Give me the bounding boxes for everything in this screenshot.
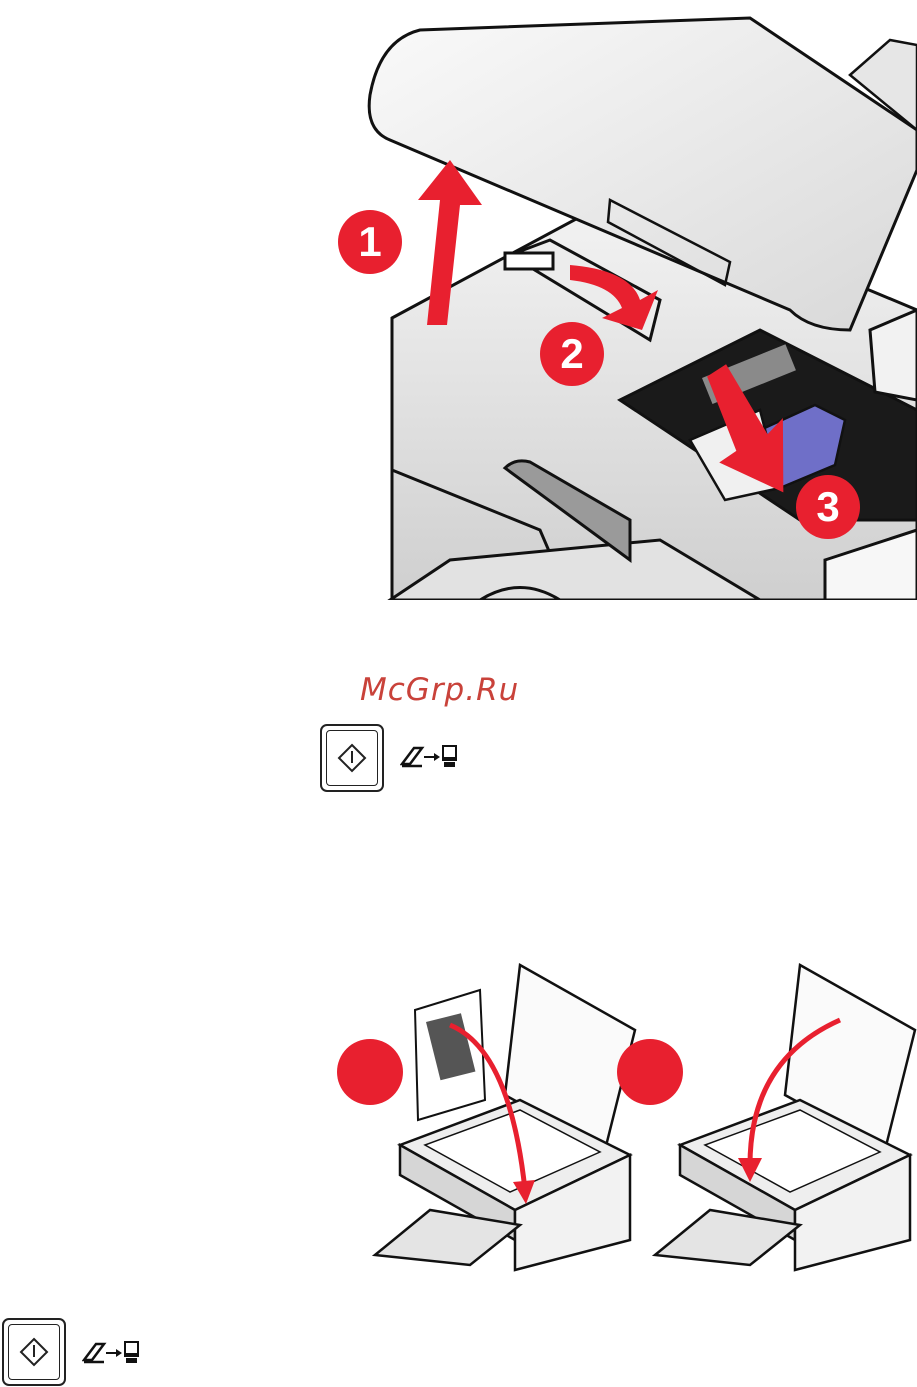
- step-badge-1: 1: [338, 210, 402, 274]
- scanner-document-illustration: [330, 960, 917, 1280]
- step-badge-3: 3: [796, 475, 860, 539]
- start-diamond-icon: [19, 1337, 49, 1367]
- start-button[interactable]: [320, 724, 384, 792]
- start-button-bottom[interactable]: [2, 1318, 66, 1386]
- scan-to-computer-icon: [400, 742, 458, 778]
- step-badge-2: 2: [540, 322, 604, 386]
- start-diamond-icon: [337, 743, 367, 773]
- watermark-text: McGrp.Ru: [360, 672, 519, 708]
- scan-to-computer-icon: [82, 1338, 140, 1374]
